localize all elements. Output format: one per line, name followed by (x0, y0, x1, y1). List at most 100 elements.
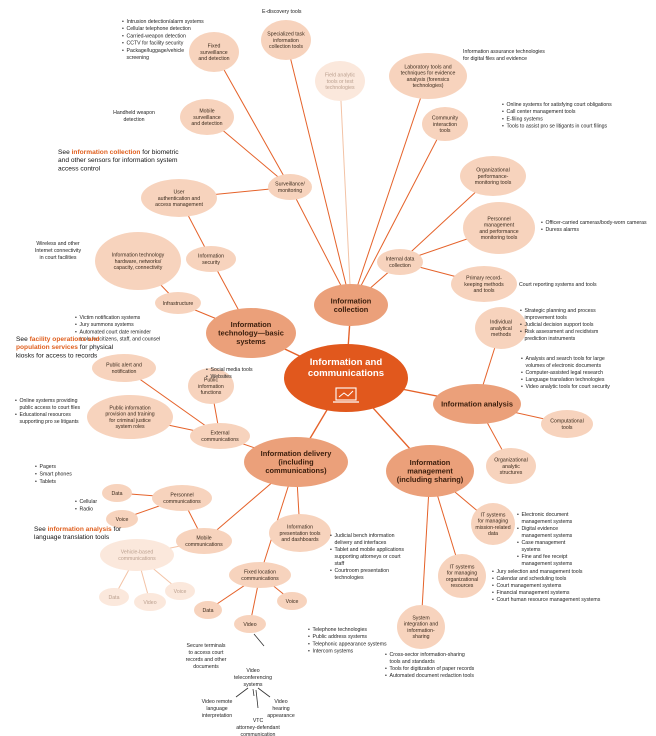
bullet-icon: • (385, 652, 387, 658)
annotation-line: Information assurance technologies (463, 49, 545, 55)
node-label-fixed-surveillance: Fixed (208, 44, 221, 50)
node-label-primary-record: Primary record- (466, 276, 502, 282)
node-label-presentation-tools: and dashboards (281, 537, 319, 543)
bullet-icon: • (520, 322, 522, 328)
node-bubble-infrastructure (155, 292, 201, 314)
annotation-line: Tablets (40, 479, 57, 485)
see-note-link[interactable]: information analysis (48, 526, 112, 533)
node-label-public-info: Public (204, 378, 219, 384)
bullet-icon: • (521, 370, 523, 376)
annotation-line: public access to court files (20, 405, 81, 411)
annotation-line: Automated court date reminder (80, 329, 152, 335)
annotation-line: Tools for digitization of paper records (390, 666, 475, 672)
annotation-line: Officer-carried cameras/body-worn camera… (546, 220, 647, 226)
connector-line-management-system-integration (420, 470, 431, 628)
annotation-line: Internet connectivity (35, 248, 82, 254)
node-bubble-external-comm (190, 423, 250, 449)
node-label-field-analytic: Field analytic (325, 73, 356, 79)
node-label-personnel-mgmt: monitoring tools (481, 235, 518, 241)
see-note-link[interactable]: information collection (72, 149, 141, 156)
node-label-fixed-surveillance: surveillance (200, 50, 228, 56)
node-label-org-performance: monitoring tools (475, 180, 512, 186)
bullet-icon: • (75, 506, 77, 512)
bullet-icon: • (206, 367, 208, 373)
annotation-line: Pagers (40, 464, 57, 470)
node-label-it-mission: mission-related (475, 525, 510, 531)
node-label-user-auth: User (174, 190, 185, 196)
bullet-icon: • (75, 315, 77, 321)
bullet-icon: • (308, 634, 310, 640)
bullet-icon: • (521, 356, 523, 362)
annotation-line: Court reporting systems and tools (519, 282, 597, 288)
node-bubble-presentation-tools (269, 514, 331, 552)
bullet-icon: • (35, 464, 37, 470)
center-node-label: communications (308, 368, 384, 379)
node-label-internal-data: collection (389, 263, 411, 269)
node-label-info-security: security (202, 260, 220, 266)
node-label-system-integration: sharing (412, 634, 429, 640)
see-note-link[interactable]: facility operations and (30, 336, 100, 343)
node-bubble-mobile-comm (176, 528, 232, 554)
node-label-technology: Information (231, 320, 272, 329)
annotation-line: Cellular (80, 499, 98, 505)
annotation-line: Telephonic appearance systems (313, 641, 388, 647)
annotation-line: Tablet and mobile applications (335, 547, 405, 553)
node-bubble-surveillance (268, 174, 312, 200)
bullet-icon: • (385, 666, 387, 672)
annotation-line: Courtroom presentation (335, 568, 390, 574)
annotation-line: Financial management systems (497, 590, 570, 596)
annotation-line: Telephone technologies (313, 627, 368, 633)
annotation-line: Jury selection and management tools (497, 569, 583, 575)
node-bubble-user-auth (141, 179, 217, 217)
node-bubble-delivery (244, 437, 348, 487)
see-note-link[interactable]: population services (16, 344, 78, 351)
annotation-line: Video (246, 668, 259, 674)
vtc-pointer-line (252, 688, 255, 697)
bullet-icon: • (308, 649, 310, 655)
bullet-icon: • (308, 641, 310, 647)
annotation-line: systems (243, 682, 262, 688)
node-label-surveillance: Surveillance/ (275, 182, 305, 188)
node-bubble-field-analytic (315, 61, 365, 101)
connector-line-collection-specialized-task (285, 39, 352, 306)
node-label-video-faded: Video (143, 600, 156, 606)
node-bubble-collection (314, 284, 388, 326)
node-label-it-mission: data (488, 531, 498, 537)
bullet-icon: • (541, 227, 543, 233)
annotation-line: Social media tools (211, 367, 254, 373)
node-data-1: Data (102, 484, 132, 502)
node-label-management: management (407, 467, 453, 476)
node-bubble-vehicle-comm (100, 539, 174, 571)
annotation-line: Automated document redaction tools (390, 673, 475, 679)
bullet-icon: • (330, 568, 332, 574)
node-surveillance: Surveillance/monitoring (268, 174, 312, 200)
annotation-analysis-list: •Analysis and search tools for largevolu… (521, 356, 610, 390)
node-bubble-data-faded (99, 588, 129, 606)
node-label-data-faded: Data (109, 595, 120, 601)
annotation-line: Computer-assisted legal research (526, 370, 604, 376)
node-label-delivery: communications) (265, 466, 327, 475)
node-bubble-video-2 (234, 615, 266, 633)
node-label-specialized-task: collection tools (269, 44, 303, 50)
node-label-laboratory: analysis (forensics (407, 77, 450, 83)
node-label-computational: tools (562, 425, 573, 431)
node-label-public-provision: provision and training (105, 412, 154, 418)
annotation-texts: E-discovery tools•Intrusion detection/al… (15, 9, 647, 736)
bullet-icon: • (520, 308, 522, 314)
